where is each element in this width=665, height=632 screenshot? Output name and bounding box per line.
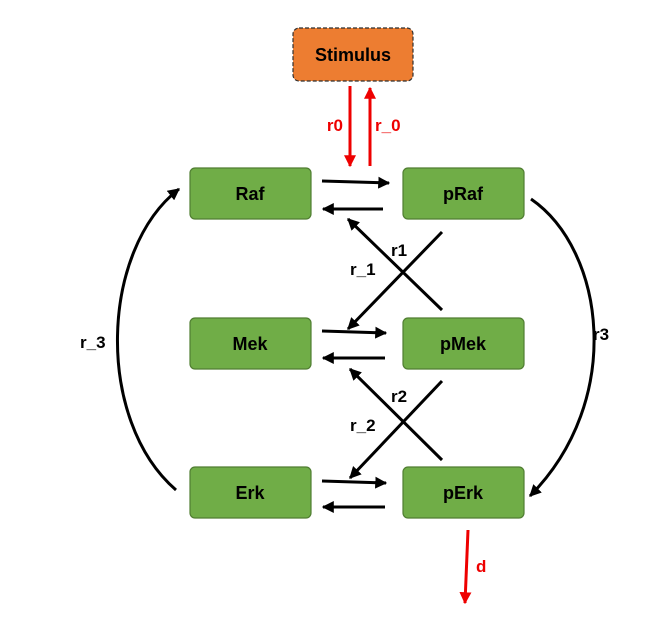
label-r_0: r_0 bbox=[375, 116, 401, 135]
node-perk: pErk bbox=[402, 466, 525, 519]
node-raf: Raf bbox=[189, 167, 312, 220]
node-praf: pRaf bbox=[402, 167, 525, 220]
label-r1: r1 bbox=[391, 241, 407, 260]
arrow-r_1 bbox=[346, 217, 444, 312]
mek-box bbox=[189, 317, 312, 370]
stimulus-label: Stimulus bbox=[315, 45, 391, 65]
node-mek: Mek bbox=[189, 317, 312, 370]
praf-label: pRaf bbox=[443, 184, 484, 204]
label-r0: r0 bbox=[327, 116, 343, 135]
raf-label: Raf bbox=[235, 184, 265, 204]
node-pmek: pMek bbox=[402, 317, 525, 370]
label-r2: r2 bbox=[391, 387, 407, 406]
arrow-r2 bbox=[348, 379, 444, 480]
label-r_2: r_2 bbox=[350, 416, 376, 435]
node-stimulus: Stimulus bbox=[292, 27, 414, 82]
label-d: d bbox=[476, 557, 486, 576]
erk-box bbox=[189, 466, 312, 519]
arrow-erk-to-perk bbox=[321, 476, 388, 489]
label-r_3: r_3 bbox=[80, 333, 106, 352]
arrow-r_3 bbox=[116, 187, 180, 492]
arrow-d bbox=[459, 529, 472, 605]
perk-label: pErk bbox=[443, 483, 484, 503]
arrow-r_2 bbox=[348, 367, 444, 462]
node-erk: Erk bbox=[189, 466, 312, 519]
raf-box bbox=[189, 167, 312, 220]
label-r_1: r_1 bbox=[350, 260, 376, 279]
label-r3: r3 bbox=[593, 325, 609, 344]
mek-label: Mek bbox=[232, 334, 268, 354]
arrow-raf-to-praf bbox=[321, 176, 391, 189]
pmek-box bbox=[402, 317, 525, 370]
stimulus-box bbox=[292, 27, 414, 82]
arrow-r3 bbox=[528, 197, 596, 498]
pmek-label: pMek bbox=[440, 334, 487, 354]
erk-label: Erk bbox=[235, 483, 265, 503]
arrow-mek-to-pmek bbox=[321, 326, 388, 339]
praf-box bbox=[402, 167, 525, 220]
perk-box bbox=[402, 466, 525, 519]
arrow-r1 bbox=[346, 230, 444, 331]
